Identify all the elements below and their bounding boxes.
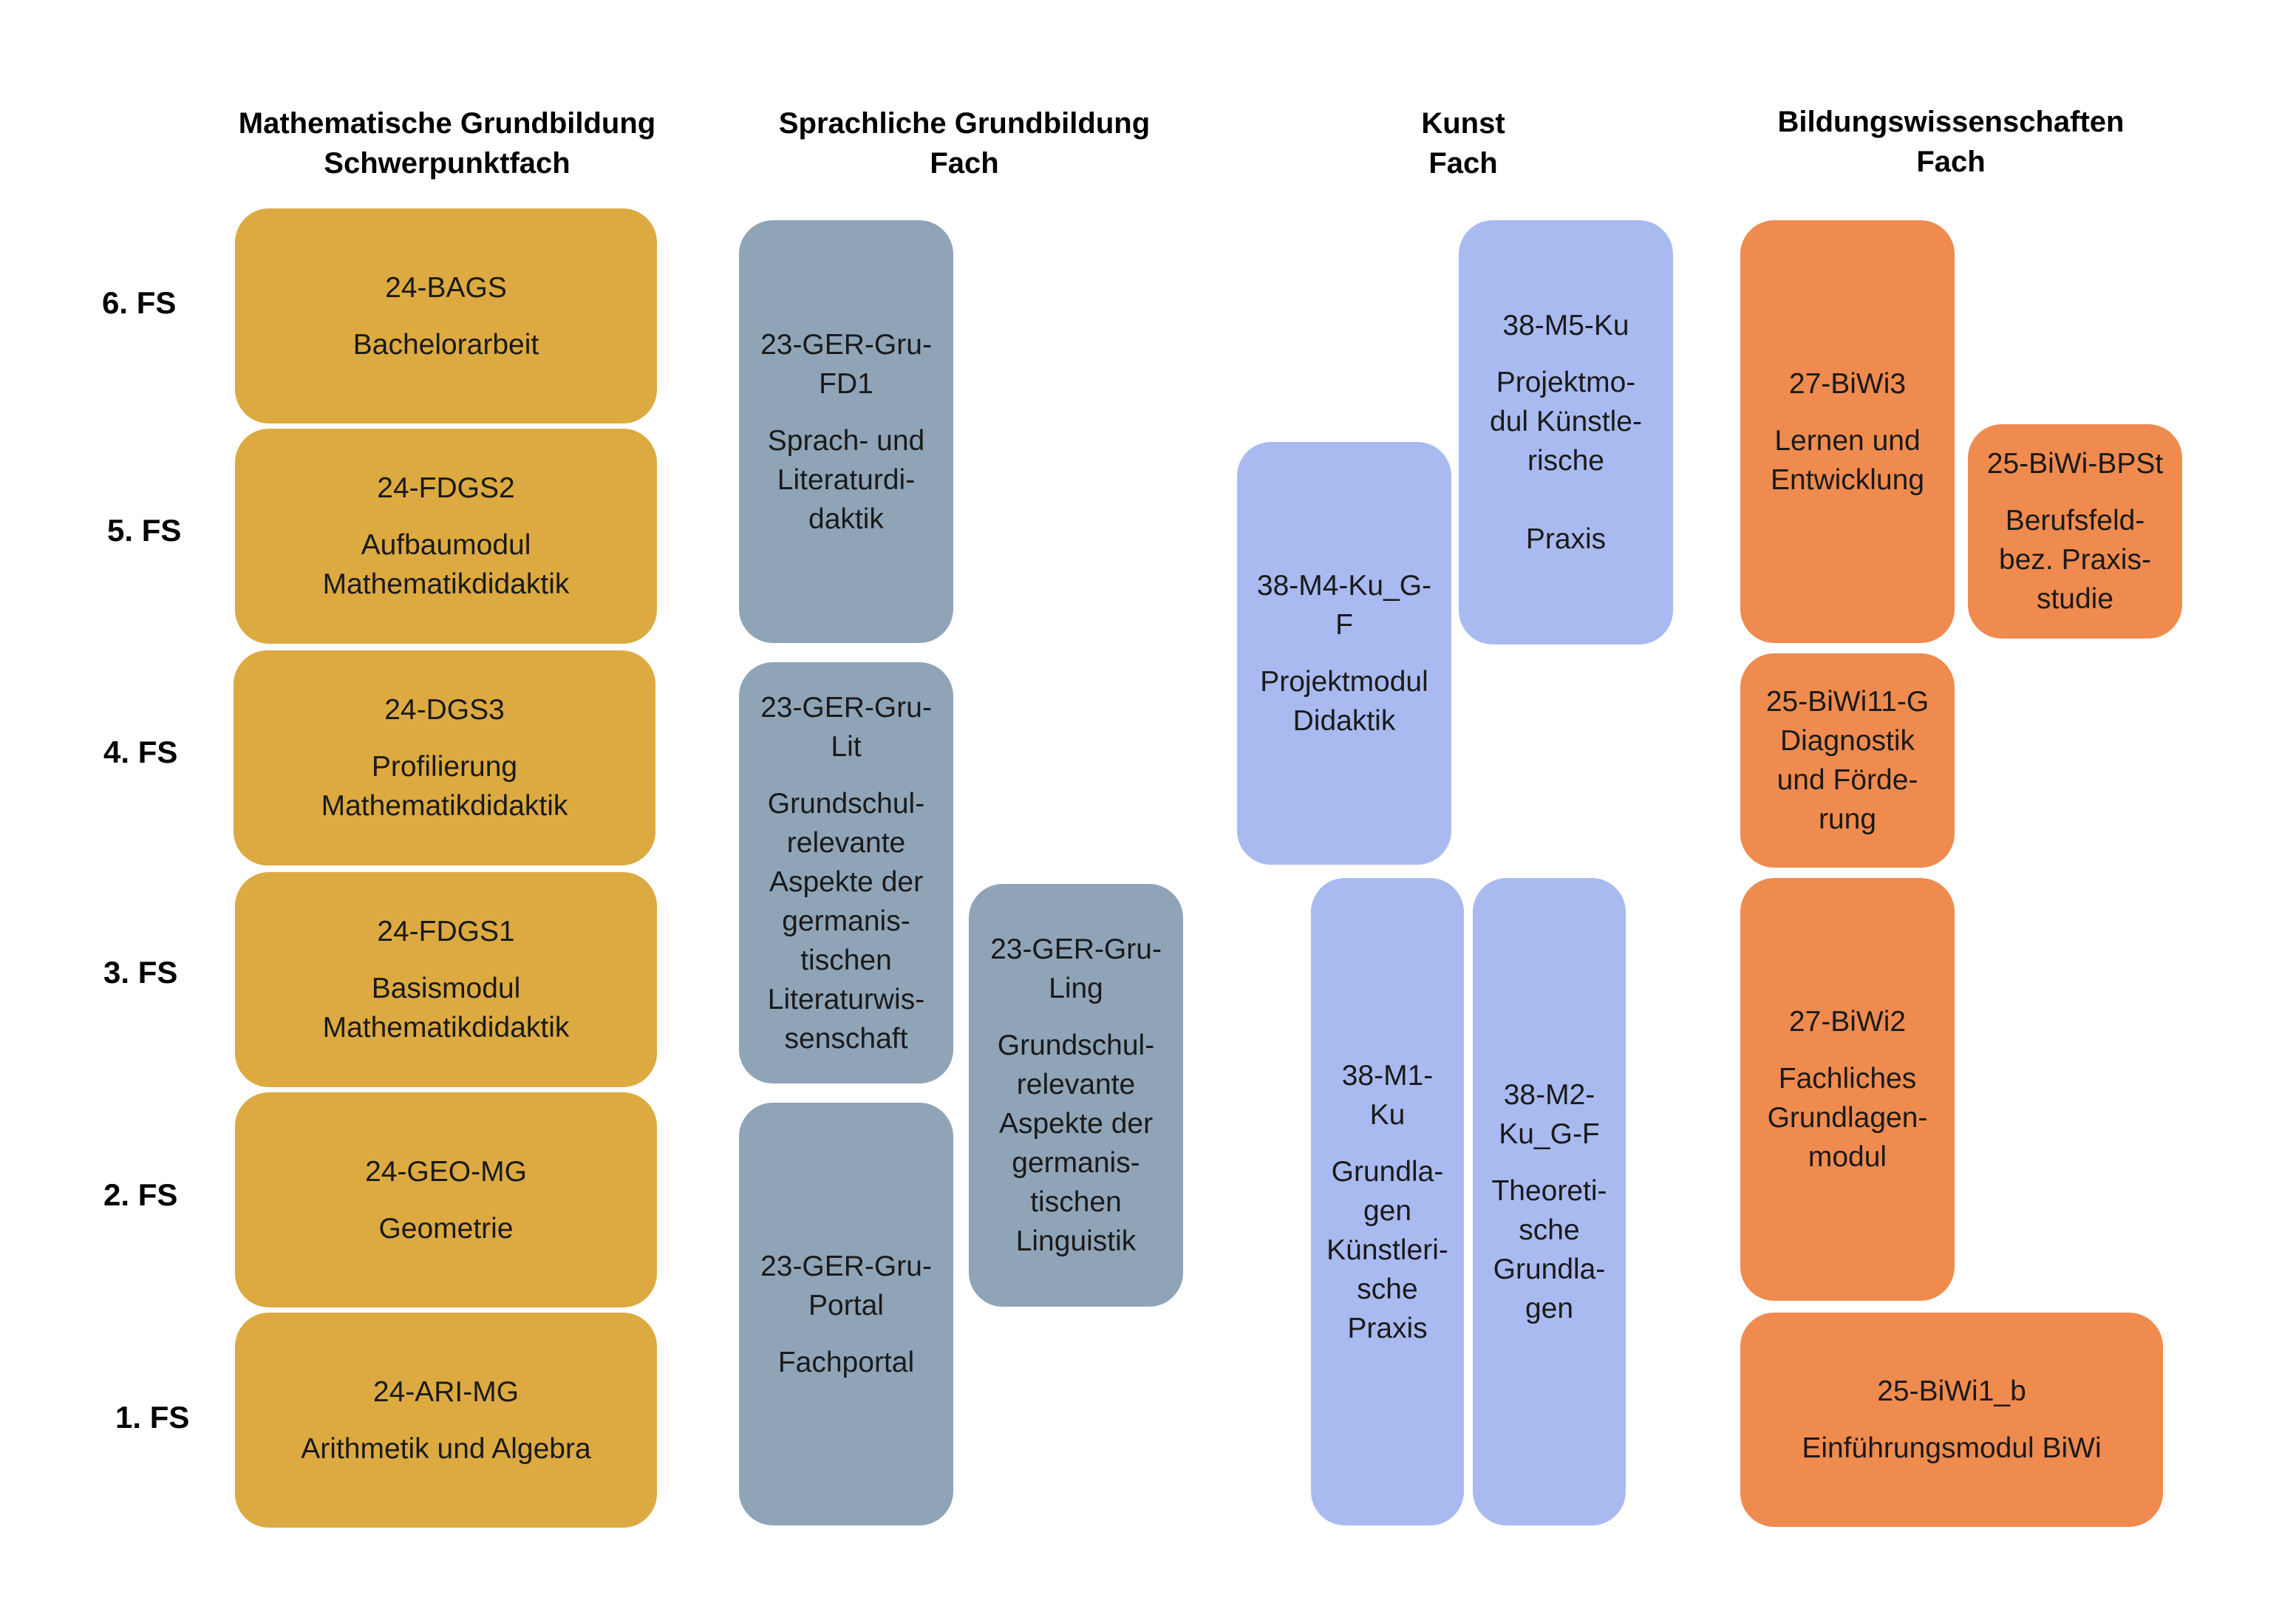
module-box: 38-M2- Ku_G-F Theoreti- sche Grundla- ge…: [1473, 878, 1626, 1525]
column-header-title: Bildungswissenschaften: [1777, 106, 2125, 138]
module-box: 25-BiWi1_b Einführungsmodul BiWi: [1740, 1313, 2163, 1527]
module-title: Grundschul- relevante Aspekte der german…: [997, 1030, 1155, 1257]
module-box: 25-BiWi-BPSt Berufsfeld- bez. Praxis- st…: [1968, 424, 2182, 639]
module-code: 25-BiWi-BPSt: [1986, 448, 2164, 480]
module-code: 38-M4-Ku_G- F: [1256, 570, 1432, 641]
module-box: 24-BAGS Bachelorarbeit: [235, 208, 657, 423]
module-code: 27-BiWi2: [1788, 1006, 1907, 1038]
module-box: 23-GER-Gru- Lit Grundschul- relevante As…: [739, 662, 953, 1083]
module-code: 27-BiWi3: [1788, 367, 1907, 400]
semester-label-3: 3. FS: [103, 955, 178, 990]
column-header-art: Kunst Fach: [1367, 103, 1559, 183]
module-box: 27-BiWi2 Fachliches Grundlagen- modul: [1740, 878, 1955, 1301]
module-title: Projektmodul Didaktik: [1260, 666, 1428, 737]
module-box: 24-FDGS1 Basismodul Mathematikdidaktik: [235, 872, 657, 1087]
module-code: 23-GER-Gru- Ling: [990, 933, 1162, 1004]
module-code: 24-FDGS1: [377, 916, 515, 947]
module-box: 38-M4-Ku_G- F Projektmodul Didaktik: [1237, 442, 1451, 865]
semester-label-4: 4. FS: [103, 735, 178, 769]
module-title: Grundschul- relevante Aspekte der german…: [767, 787, 925, 1055]
semester-label-5: 5. FS: [107, 513, 182, 548]
module-code: 23-GER-Gru- Portal: [760, 1250, 932, 1321]
module-title: Fachportal: [777, 1346, 915, 1378]
module-code: 24-BAGS: [385, 271, 507, 304]
module-code: 38-M5-Ku: [1502, 310, 1629, 341]
module-box: 23-GER-Gru- Ling Grundschul- relevante A…: [969, 884, 1183, 1307]
semester-label-1: 1. FS: [115, 1400, 190, 1435]
module-title: Sprach- und Literaturdi- daktik: [767, 424, 925, 535]
module-title: Diagnostik und Förde- rung: [1776, 725, 1918, 835]
module-code: 24-GEO-MG: [365, 1155, 527, 1188]
column-header-math: Mathematische Grundbildung Schwerpunktfa…: [229, 103, 665, 183]
module-code: 23-GER-Gru- FD1: [760, 328, 932, 400]
module-code: 24-ARI-MG: [372, 1375, 520, 1408]
module-title: Lernen und Entwicklung: [1770, 424, 1925, 496]
column-header-subtitle: Schwerpunktfach: [324, 147, 570, 180]
column-header-title: Mathematische Grundbildung: [238, 107, 656, 140]
module-title: Fachliches Grundlagen- modul: [1767, 1063, 1928, 1173]
module-code: 23-GER-Gru- Lit: [760, 691, 932, 763]
module-box: 38-M1- Ku Grundla- gen Künstleri- sche P…: [1311, 878, 1464, 1525]
column-header-subtitle: Fach: [1428, 147, 1498, 180]
column-header-language: Sprachliche Grundbildung Fach: [743, 103, 1186, 183]
semester-label-2: 2. FS: [103, 1177, 178, 1212]
module-box: 38-M5-Ku Projektmo- dul Künstle- rische …: [1459, 220, 1673, 644]
module-code: 25-BiWi1_b: [1877, 1375, 2026, 1407]
column-header-subtitle: Fach: [930, 147, 999, 180]
module-box: 23-GER-Gru- Portal Fachportal: [739, 1103, 953, 1525]
module-code: 24-FDGS2: [377, 472, 515, 504]
module-title: Theoreti- sche Grundla- gen: [1491, 1175, 1607, 1324]
module-code: 24-DGS3: [384, 694, 505, 726]
module-title: Aufbaumodul Mathematikdidaktik: [322, 529, 570, 600]
module-title: Einführungsmodul BiWi: [1802, 1432, 2102, 1464]
semester-label-6: 6. FS: [102, 285, 177, 320]
module-code: 38-M1- Ku: [1341, 1059, 1434, 1131]
column-header-education: Bildungswissenschaften Fach: [1729, 102, 2173, 182]
column-header-subtitle: Fach: [1916, 146, 1986, 178]
module-box: 27-BiWi3 Lernen und Entwicklung: [1740, 220, 1955, 643]
module-box: 24-DGS3 Profilierung Mathematikdidaktik: [234, 650, 655, 865]
module-title: Arithmetik und Algebra: [301, 1432, 591, 1465]
module-box: 23-GER-Gru- FD1 Sprach- und Literaturdi-…: [739, 220, 953, 643]
module-title: Grundla- gen Künstleri- sche Praxis: [1326, 1155, 1448, 1344]
module-title: Profilierung Mathematikdidaktik: [321, 751, 568, 822]
module-box: 24-ARI-MG Arithmetik und Algebra: [235, 1313, 657, 1528]
module-code: 25-BiWi11-G: [1765, 686, 1929, 718]
column-header-title: Sprachliche Grundbildung: [778, 107, 1151, 140]
module-title: Basismodul Mathematikdidaktik: [322, 973, 570, 1044]
module-box: 24-GEO-MG Geometrie: [235, 1092, 657, 1307]
module-box: 25-BiWi11-G Diagnostik und Förde- rung: [1740, 653, 1955, 868]
module-title: Geometrie: [378, 1212, 514, 1245]
module-code: 38-M2- Ku_G-F: [1499, 1079, 1600, 1150]
module-title: Bachelorarbeit: [352, 328, 539, 361]
module-title: Berufsfeld- bez. Praxis- studie: [1999, 505, 2151, 615]
column-header-title: Kunst: [1421, 107, 1505, 140]
module-title: Projektmo- dul Künstle- rische Praxis: [1490, 367, 1642, 555]
module-box: 24-FDGS2 Aufbaumodul Mathematikdidaktik: [235, 429, 657, 644]
